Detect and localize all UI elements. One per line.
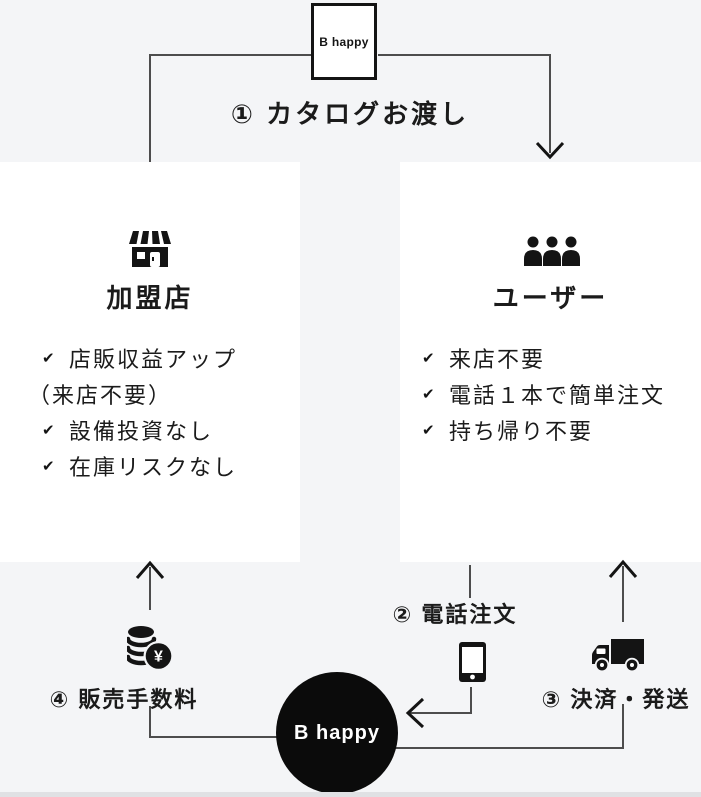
benefit-text: 来店不要 <box>449 347 546 372</box>
benefit-item: ✔ 来店不要 <box>422 340 665 376</box>
bhappy-hub: B happy <box>276 672 398 794</box>
coins-yen-icon: ¥ <box>127 626 173 671</box>
step-3-label: ③ 決済・発送 <box>541 687 691 712</box>
user-panel: ユーザー ✔ 来店不要 ✔ 電話１本で簡単注文 ✔ 持ち帰り不要 <box>400 162 701 562</box>
arrow-up-right-icon <box>608 559 638 578</box>
benefit-text: （来店不要） <box>28 383 173 408</box>
arrow-down-icon <box>535 141 565 160</box>
check-icon: ✔ <box>42 350 57 367</box>
arrow-up-left-icon <box>135 560 165 579</box>
catalog-label: B happy <box>319 34 369 49</box>
benefit-text: 電話１本で簡単注文 <box>449 383 666 408</box>
step-1-label: ① カタログお渡し <box>230 99 470 129</box>
check-icon: ✔ <box>422 350 437 367</box>
bottom-divider <box>0 792 701 797</box>
check-icon: ✔ <box>42 458 57 475</box>
step-2-label: ② 電話注文 <box>392 602 518 627</box>
users-icon <box>524 236 580 266</box>
benefit-text: 店販収益アップ <box>69 347 238 372</box>
user-benefit-list: ✔ 来店不要 ✔ 電話１本で簡単注文 ✔ 持ち帰り不要 <box>422 340 665 448</box>
yen-symbol: ¥ <box>154 649 163 666</box>
benefit-item: （来店不要） <box>28 376 237 412</box>
catalog-icon: B happy <box>311 3 377 80</box>
step-4-label: ④ 販売手数料 <box>49 687 199 712</box>
benefit-text: 持ち帰り不要 <box>449 419 594 444</box>
phone-icon <box>459 642 486 682</box>
bhappy-hub-label: B happy <box>294 721 380 744</box>
benefit-text: 在庫リスクなし <box>69 455 238 480</box>
storefront-icon <box>129 231 171 267</box>
delivery-truck-icon <box>592 639 644 671</box>
benefit-item: ✔ 設備投資なし <box>42 412 237 448</box>
wire-phone-to-hub <box>410 687 472 714</box>
benefit-item: ✔ 持ち帰り不要 <box>422 412 665 448</box>
store-panel-title: 加盟店 <box>106 283 194 313</box>
benefit-item: ✔ 在庫リスクなし <box>42 448 237 484</box>
check-icon: ✔ <box>422 386 437 403</box>
benefit-item: ✔ 店販収益アップ <box>42 340 237 376</box>
user-panel-title: ユーザー <box>492 283 609 313</box>
store-benefit-list: ✔ 店販収益アップ （来店不要） ✔ 設備投資なし ✔ 在庫リスクなし <box>28 340 237 484</box>
benefit-item: ✔ 電話１本で簡単注文 <box>422 376 665 412</box>
check-icon: ✔ <box>42 422 57 439</box>
benefit-text: 設備投資なし <box>69 419 214 444</box>
check-icon: ✔ <box>422 422 437 439</box>
arrow-left-icon <box>405 697 425 729</box>
store-panel: 加盟店 ✔ 店販収益アップ （来店不要） ✔ 設備投資なし ✔ 在庫リスクなし <box>0 162 300 562</box>
